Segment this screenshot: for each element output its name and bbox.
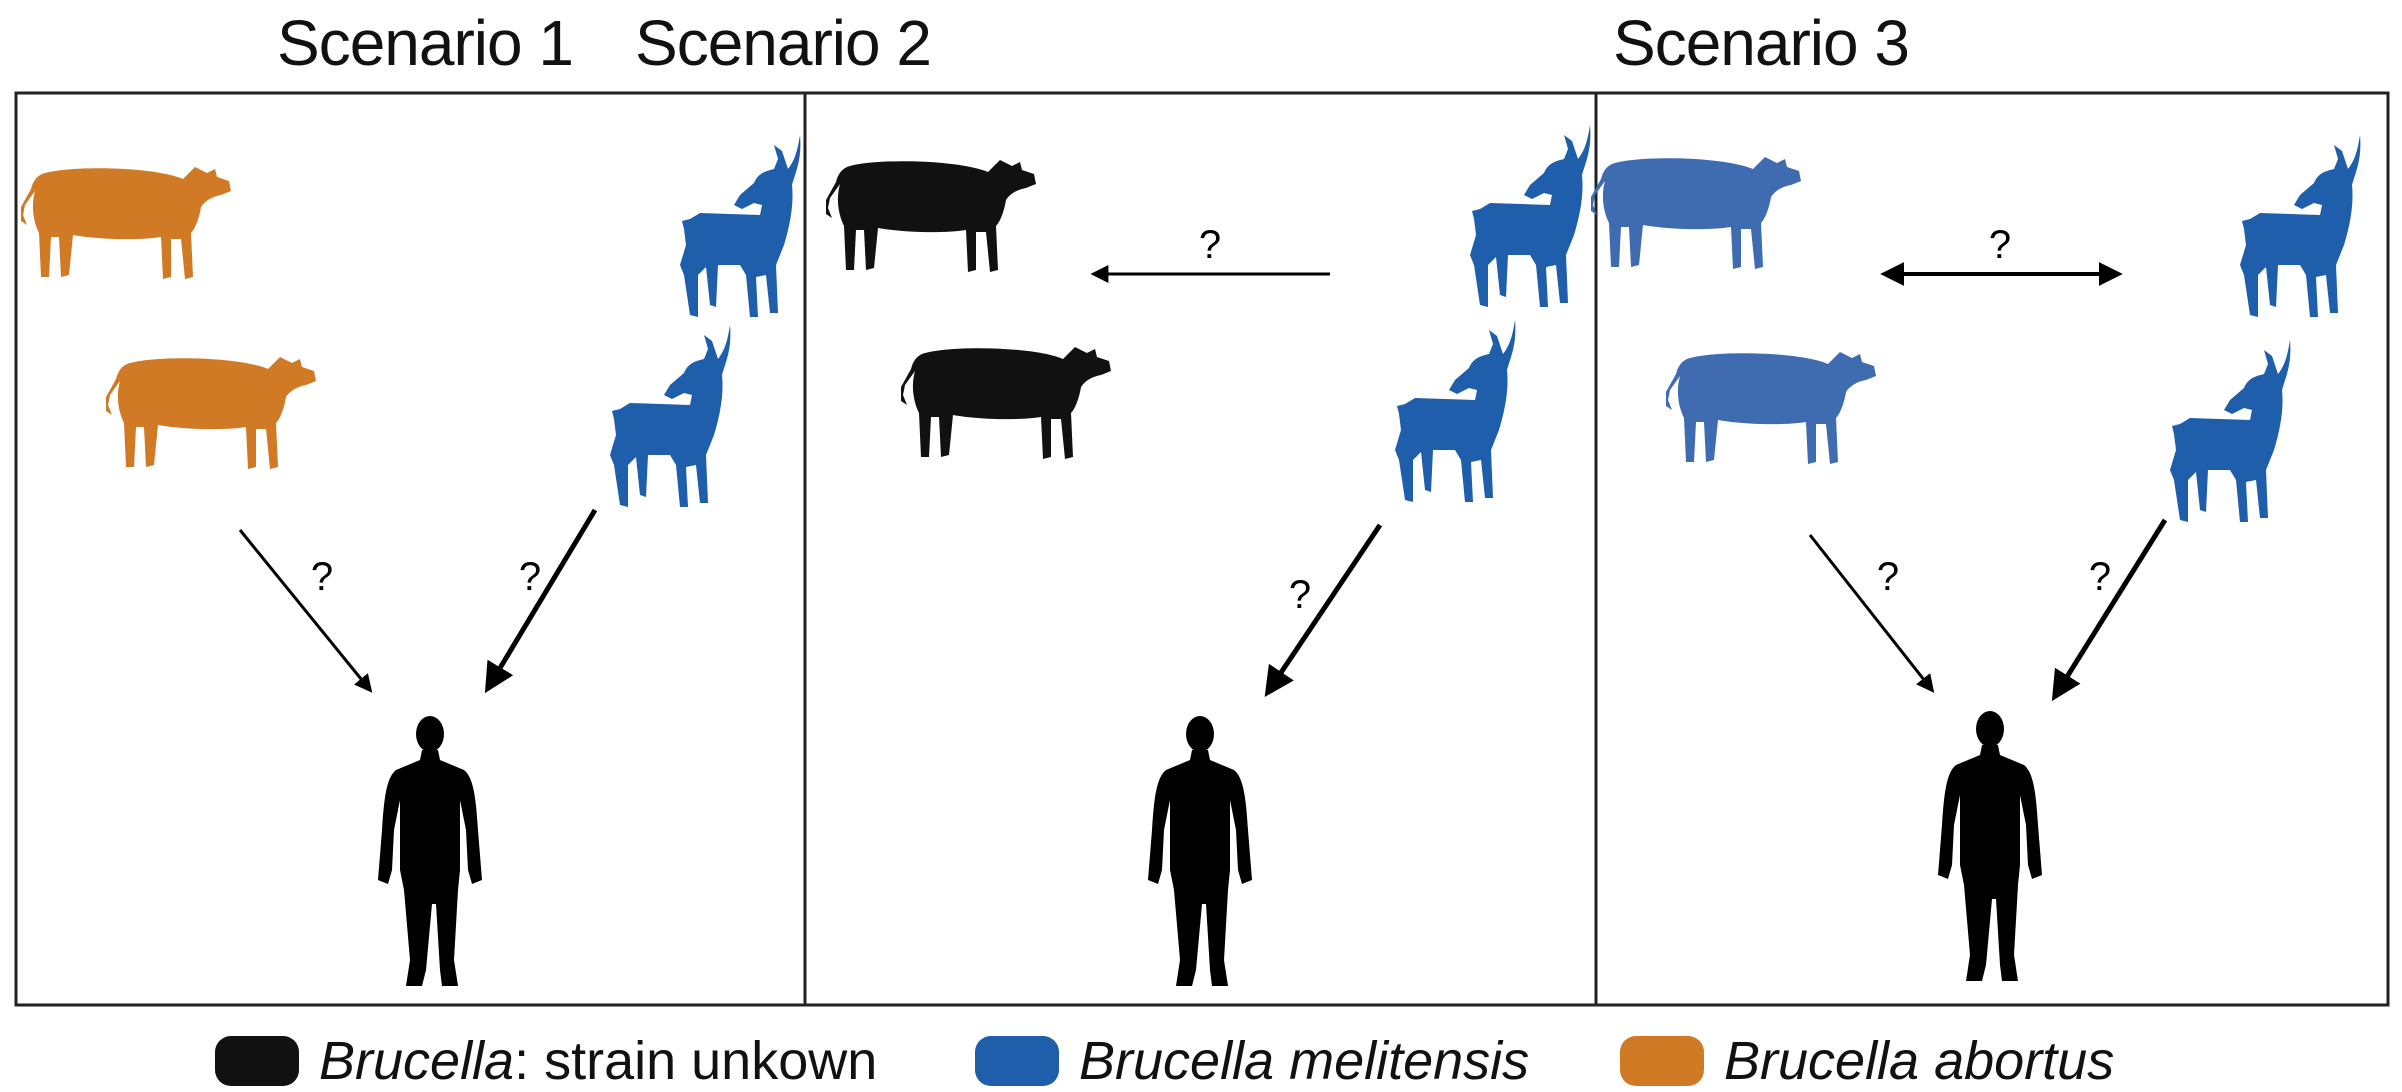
legend-item-abortus: Brucella abortus: [1620, 1030, 2114, 1092]
cow-icon: [901, 347, 1111, 459]
question-label: ?: [1989, 223, 2011, 267]
question-label: ?: [1199, 223, 1221, 267]
cow-icon: [826, 160, 1036, 272]
question-label: ?: [1289, 573, 1311, 617]
black-swatch-icon: [215, 1036, 299, 1086]
human-icon: [378, 716, 482, 986]
transmission-arrow: [1810, 535, 1932, 690]
legend-item-unknown: Brucella: strain unkown: [215, 1030, 877, 1092]
transmission-arrow: [2055, 520, 2165, 696]
cow-icon: [106, 357, 316, 469]
human-icon: [1938, 711, 2042, 981]
question-label: ?: [1877, 555, 1899, 599]
goat-icon: [2170, 340, 2290, 522]
question-label: ?: [519, 555, 541, 599]
legend-item-melitensis: Brucella melitensis: [975, 1030, 1529, 1092]
cow-icon: [1666, 352, 1876, 464]
goat-icon: [1395, 320, 1515, 502]
goat-icon: [1470, 125, 1590, 307]
goat-icon: [2240, 135, 2360, 317]
goat-icon: [680, 135, 800, 317]
transmission-arrow: [240, 530, 370, 690]
legend-label-italic: Brucella abortus: [1724, 1031, 2114, 1091]
transmission-arrow: [488, 510, 595, 688]
transmission-arrow: [1268, 525, 1380, 692]
cow-icon: [21, 167, 231, 279]
cow-icon: [1591, 157, 1801, 269]
orange-swatch-icon: [1620, 1036, 1704, 1086]
legend-label-italic: Brucella melitensis: [1079, 1031, 1529, 1091]
question-label: ?: [311, 555, 333, 599]
blue-swatch-icon: [975, 1036, 1059, 1086]
human-icon: [1148, 716, 1252, 986]
legend-label-rest: : strain unkown: [514, 1031, 877, 1091]
question-label: ?: [2089, 555, 2111, 599]
legend-label-italic: Brucella: [319, 1031, 514, 1091]
goat-icon: [610, 325, 730, 507]
